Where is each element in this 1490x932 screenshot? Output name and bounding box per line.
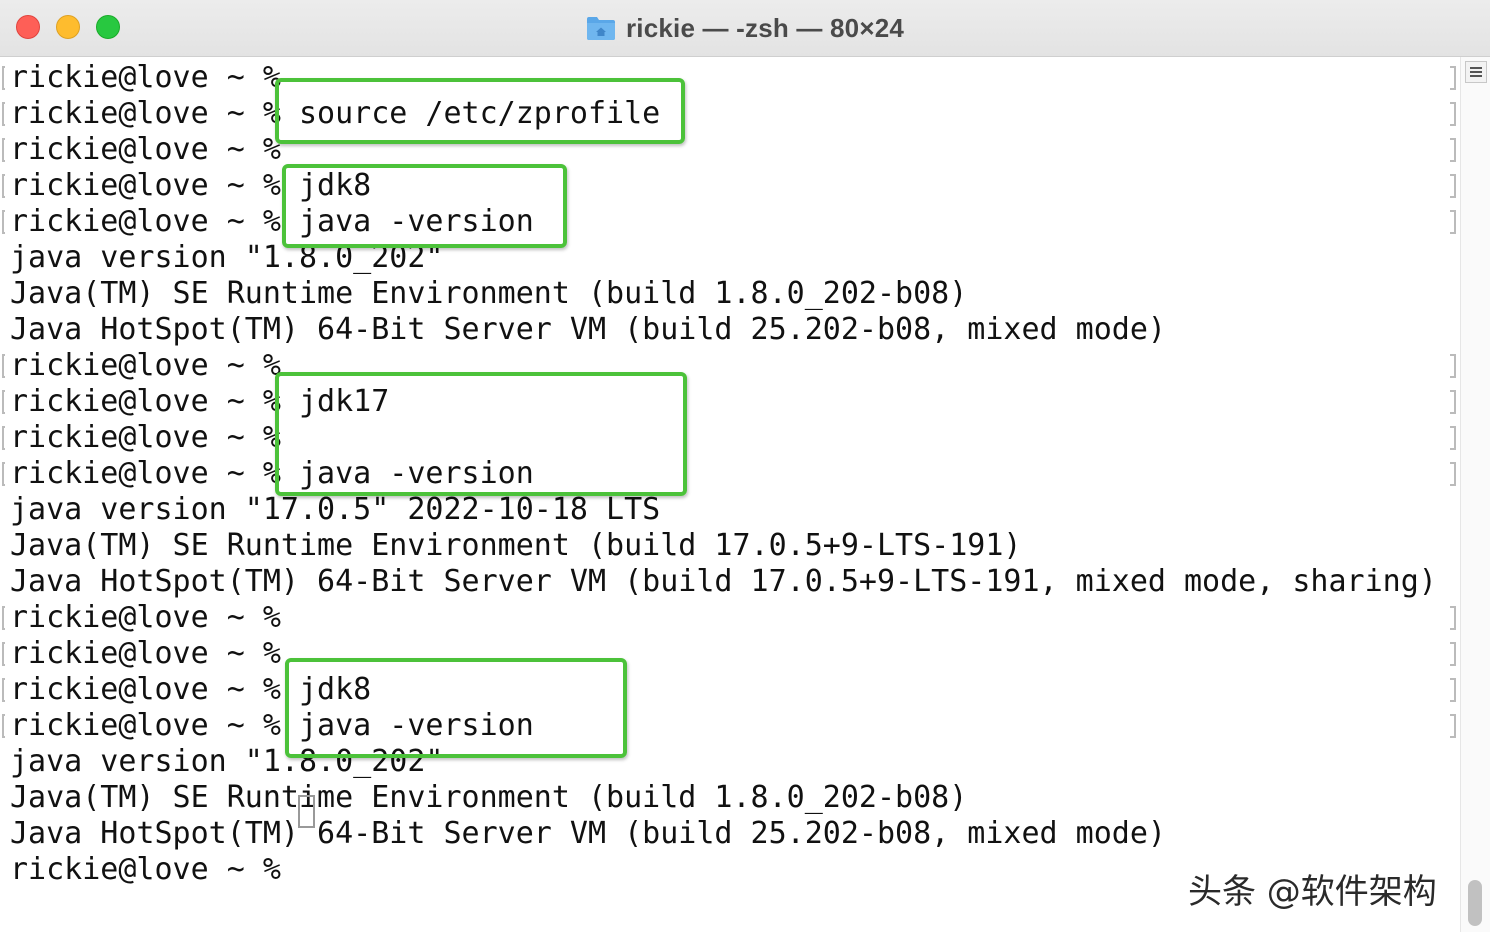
minimize-button[interactable]	[56, 15, 80, 39]
terminal-line: rickie@love ~ %	[10, 636, 281, 671]
terminal-prompt-line: rickie@love ~ %	[10, 852, 299, 887]
title-bar[interactable]: rickie — -zsh — 80×24	[0, 0, 1490, 57]
terminal-line: rickie@love ~ % java -version	[10, 204, 534, 239]
terminal-line: rickie@love ~ % java -version	[10, 456, 534, 491]
terminal-line: rickie@love ~ %	[10, 132, 281, 167]
terminal-cursor	[298, 795, 315, 828]
highlight-box-source	[275, 78, 685, 144]
terminal-line: Java(TM) SE Runtime Environment (build 1…	[10, 276, 968, 311]
terminal-line: rickie@love ~ %	[10, 348, 281, 383]
split-pane-button[interactable]	[1465, 61, 1487, 83]
highlight-box-jdk8-second	[285, 658, 627, 758]
terminal-line: rickie@love ~ % source /etc/zprofile	[10, 96, 661, 131]
terminal-line: rickie@love ~ %	[10, 600, 281, 635]
terminal-line: Java(TM) SE Runtime Environment (build 1…	[10, 780, 968, 815]
window-title: rickie — -zsh — 80×24	[625, 12, 905, 43]
terminal-line: rickie@love ~ %	[10, 60, 281, 95]
terminal-line: rickie@love ~ %	[10, 420, 281, 455]
highlight-box-jdk17	[275, 372, 687, 496]
folder-home-icon	[586, 15, 616, 41]
scrollbar-thumb[interactable]	[1468, 880, 1482, 926]
scrollbar[interactable]	[1460, 57, 1490, 932]
terminal-line: java version "1.8.0_202"	[10, 744, 444, 779]
terminal-line: rickie@love ~ % jdk8	[10, 672, 372, 707]
terminal-line: rickie@love ~ % jdk8	[10, 168, 372, 203]
close-button[interactable]	[16, 15, 40, 39]
terminal-line: rickie@love ~ % java -version	[10, 708, 534, 743]
terminal-line: Java HotSpot(TM) 64-Bit Server VM (build…	[10, 312, 1166, 347]
highlight-box-jdk8-first	[282, 164, 567, 248]
terminal-line: Java HotSpot(TM) 64-Bit Server VM (build…	[10, 564, 1437, 599]
watermark: 头条 @软件架构	[1188, 872, 1437, 912]
terminal-line: Java HotSpot(TM) 64-Bit Server VM (build…	[10, 816, 1166, 851]
terminal-line: rickie@love ~ % jdk17	[10, 384, 390, 419]
zoom-button[interactable]	[96, 15, 120, 39]
terminal-line: java version "17.0.5" 2022-10-18 LTS	[10, 492, 661, 527]
terminal-content[interactable]: rickie@love ~ % rickie@love ~ % source /…	[0, 57, 1460, 932]
terminal-line: Java(TM) SE Runtime Environment (build 1…	[10, 528, 1022, 563]
